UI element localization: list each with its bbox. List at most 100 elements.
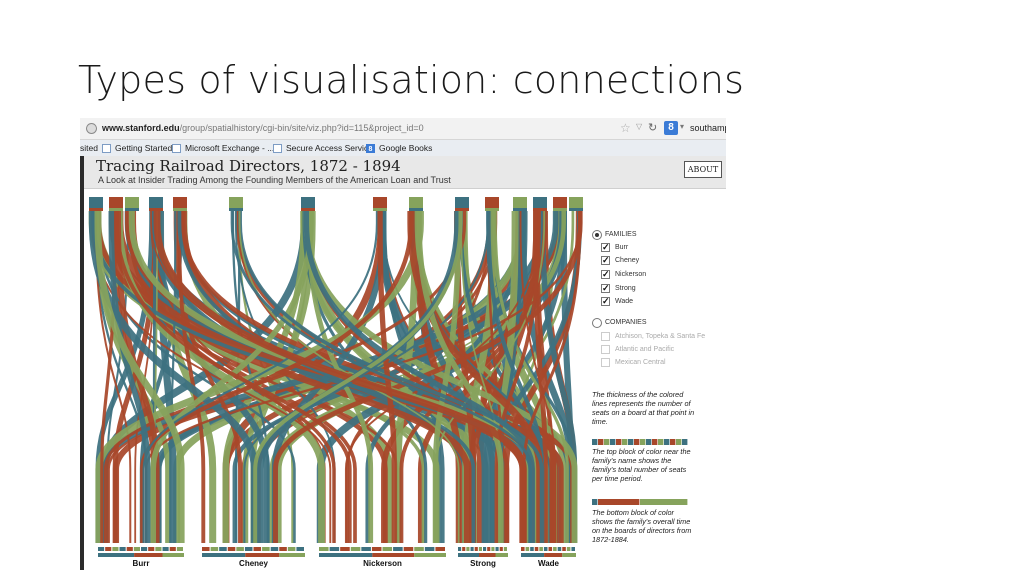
- about-button[interactable]: ABOUT: [684, 161, 722, 178]
- family-top-block-segment: [470, 547, 474, 551]
- family-bottom-block-segment: [479, 553, 496, 557]
- family-bottom-block-segment: [162, 553, 184, 557]
- checkbox-wade[interactable]: ✓: [601, 296, 610, 306]
- google-search-icon[interactable]: 8: [664, 121, 678, 135]
- url-path: /group/spatialhistory/cgi-bin/site/viz.p…: [179, 123, 424, 133]
- period-column-block: [173, 197, 187, 211]
- connection-ribbon: [114, 211, 352, 543]
- checkbox-atlantic[interactable]: [601, 345, 610, 354]
- legend-block-segment: [640, 499, 688, 505]
- connection-ribbon: [460, 211, 502, 543]
- period-label: 1880: [147, 189, 161, 190]
- period-column-block: [229, 197, 243, 211]
- families-radio[interactable]: [592, 230, 602, 240]
- checkbox-nickerson[interactable]: ✓: [601, 269, 610, 279]
- period-label: 1872-1874: [87, 189, 111, 190]
- family-top-block-segment: [176, 547, 183, 551]
- family-bottom-block-segment: [202, 553, 246, 557]
- family-label-burr: Burr: [615, 244, 629, 251]
- family-top-block-segment: [126, 547, 133, 551]
- period-column-block: [109, 197, 123, 211]
- slide-title: Types of visualisation: connections: [78, 58, 745, 102]
- checkbox-mexican-central[interactable]: [601, 358, 610, 367]
- period-column-block: [125, 208, 139, 211]
- url-domain: www.stanford.edu: [102, 123, 180, 133]
- legend-top-block: [592, 439, 688, 445]
- family-top-block-segment: [483, 547, 487, 551]
- family-top-block-segment: [287, 547, 296, 551]
- family-bottom-block-segment: [562, 553, 576, 557]
- note-top-block: The top block of color near the family's…: [592, 447, 691, 483]
- family-top-block-segment: [141, 547, 148, 551]
- period-column-block: [455, 197, 469, 211]
- bookmark-microsoft-exchange[interactable]: Microsoft Exchange - ...: [172, 143, 274, 153]
- family-top-block-segment: [424, 547, 435, 551]
- period-column-block: [301, 208, 315, 211]
- period-label: 1894: [567, 189, 581, 190]
- period-label: 1884: [299, 189, 313, 190]
- connection-ribbon: [230, 211, 532, 543]
- family-top-block-segment: [340, 547, 350, 551]
- connection-ribbon: [253, 211, 463, 543]
- connection-ribbon: [153, 211, 527, 543]
- period-label: 1885-1886: [371, 189, 395, 190]
- legend-block-segment: [592, 439, 598, 445]
- globe-icon: [86, 123, 97, 134]
- search-engine-dropdown-icon[interactable]: ▾: [680, 122, 685, 131]
- reload-icon[interactable]: ↻: [648, 122, 658, 134]
- connection-ribbon: [173, 211, 243, 543]
- period-column-block: [173, 208, 187, 211]
- family-top-block-segment: [403, 547, 414, 551]
- checkbox-cheney[interactable]: ✓: [601, 255, 610, 265]
- family-top-block-segment: [253, 547, 262, 551]
- period-label: 1892: [531, 189, 545, 190]
- family-top-block-segment: [133, 547, 140, 551]
- legend-block-segment: [652, 439, 658, 445]
- address-bar[interactable]: www.stanford.edu/group/spatialhistory/cg…: [80, 118, 726, 140]
- connection-ribbon: [533, 211, 548, 543]
- legend-bottom-block: [592, 499, 688, 505]
- family-bottom-block-segment: [319, 553, 373, 557]
- bookmarks-bar: sited Getting Started Microsoft Exchange…: [80, 140, 726, 156]
- family-top-block-segment: [279, 547, 287, 551]
- url-text[interactable]: www.stanford.edu/group/spatialhistory/cg…: [102, 123, 424, 133]
- browser-screenshot: www.stanford.edu/group/spatialhistory/cg…: [80, 118, 726, 570]
- search-input[interactable]: southampt: [690, 123, 726, 133]
- checkbox-burr[interactable]: ✓: [601, 242, 610, 252]
- family-top-block-segment: [530, 547, 534, 551]
- family-top-block-segment: [414, 547, 424, 551]
- bookmark-icon: [273, 143, 282, 153]
- period-label: 1893: [551, 189, 565, 190]
- bookmark-getting-started[interactable]: Getting Started: [102, 143, 172, 153]
- checkbox-strong[interactable]: ✓: [601, 283, 610, 293]
- chevron-down-icon[interactable]: ▽: [636, 122, 643, 131]
- period-column-block: [89, 208, 103, 211]
- connection-ribbon: [238, 211, 544, 543]
- family-bottom-block-segment: [458, 553, 479, 557]
- family-top-block-segment: [119, 547, 126, 551]
- families-label: FAMILIES: [605, 231, 637, 238]
- bookmark-visited[interactable]: sited: [80, 143, 98, 153]
- family-bottom-block-segment: [521, 553, 545, 557]
- family-top-block-segment: [162, 547, 169, 551]
- legend-block-segment: [598, 439, 604, 445]
- legend-block-segment: [592, 499, 598, 505]
- family-top-block-segment: [244, 547, 253, 551]
- star-icon[interactable]: ☆: [620, 121, 631, 135]
- family-top-block-segment: [553, 547, 557, 551]
- family-top-block-segment: [571, 547, 575, 551]
- note-line-thickness: The thickness of the colored lines repre…: [592, 390, 695, 426]
- bookmark-icon: [172, 143, 181, 153]
- connection-ribbon: [108, 211, 151, 543]
- bookmark-secure-access[interactable]: Secure Access Service: [273, 143, 373, 153]
- period-label: 1881: [171, 189, 185, 190]
- companies-radio[interactable]: [592, 318, 602, 328]
- family-name-label: Wade: [538, 559, 560, 568]
- legend-block-segment: [658, 439, 664, 445]
- checkbox-atchison[interactable]: [601, 332, 610, 341]
- family-top-block-segment: [495, 547, 499, 551]
- legend-block-segment: [604, 439, 610, 445]
- period-column-block: [569, 197, 583, 211]
- period-column-block: [149, 208, 163, 211]
